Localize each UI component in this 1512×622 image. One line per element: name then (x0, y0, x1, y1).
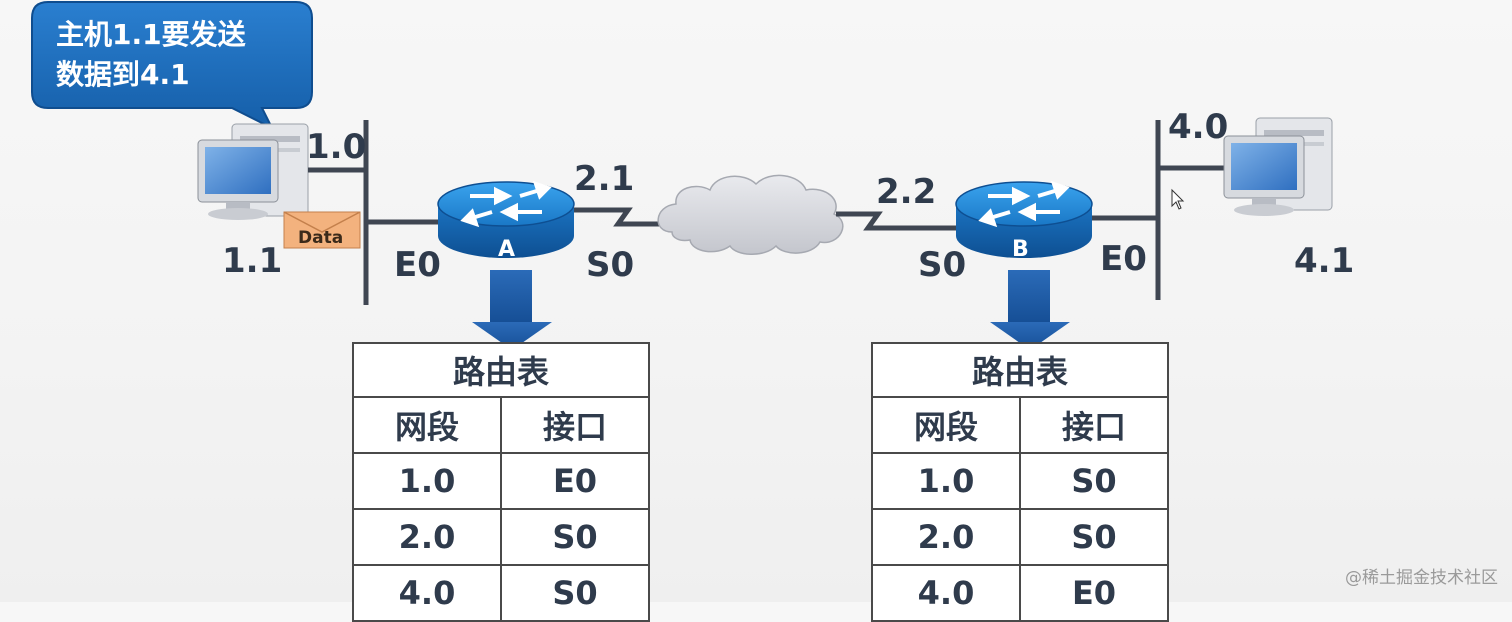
table-row: 2.0 S0 (352, 508, 650, 566)
left-host-computer-icon (197, 123, 309, 220)
column-header-interface: 接口 (1019, 396, 1169, 454)
router-b-s0-label: S0 (918, 245, 966, 285)
router-b-e0-label: E0 (1100, 239, 1147, 279)
callout-bubble: 主机1.1要发送 数据到4.1 (31, 1, 313, 131)
routing-table-title: 路由表 (871, 342, 1169, 398)
cell-segment: 2.0 (871, 508, 1021, 566)
router-b-routing-table: 路由表 网段 接口 1.0 S0 2.0 S0 4.0 E0 (871, 342, 1169, 622)
cell-segment: 4.0 (871, 564, 1021, 622)
host-1-1-label: 1.1 (222, 241, 282, 281)
column-header-segment: 网段 (352, 396, 502, 454)
mouse-cursor-icon (1171, 188, 1185, 210)
router-a-s0-label: S0 (586, 245, 634, 285)
network-1-0-label: 1.0 (306, 127, 366, 167)
router-b-table-arrow-icon (990, 270, 1070, 350)
router-a-icon: A (437, 180, 575, 262)
watermark: @稀土掘金技术社区 (1345, 568, 1498, 588)
cell-interface: S0 (1019, 508, 1169, 566)
column-header-segment: 网段 (871, 396, 1021, 454)
cell-interface: E0 (1019, 564, 1169, 622)
callout-line-1: 主机1.1要发送 (56, 18, 246, 51)
table-row: 2.0 S0 (871, 508, 1169, 566)
host-4-1-label: 4.1 (1294, 241, 1354, 281)
router-a-s0-address: 2.1 (574, 159, 634, 199)
router-a-table-arrow-icon (472, 270, 552, 350)
column-header-interface: 接口 (500, 396, 650, 454)
cell-segment: 1.0 (352, 452, 502, 510)
data-packet-icon: Data (283, 211, 361, 249)
network-4-0-label: 4.0 (1168, 107, 1228, 147)
right-host-computer-icon (1223, 117, 1333, 216)
router-a-name: A (498, 237, 515, 262)
table-row: 1.0 S0 (871, 452, 1169, 510)
cell-interface: E0 (500, 452, 650, 510)
cell-segment: 2.0 (352, 508, 502, 566)
cell-interface: S0 (500, 564, 650, 622)
callout-line-2: 数据到4.1 (56, 58, 190, 91)
wan-cloud-icon (657, 174, 844, 255)
table-row: 4.0 S0 (352, 564, 650, 622)
cell-interface: S0 (1019, 452, 1169, 510)
data-packet-label: Data (298, 228, 343, 248)
cell-segment: 4.0 (352, 564, 502, 622)
router-b-name: B (1012, 237, 1029, 262)
router-a-routing-table: 路由表 网段 接口 1.0 E0 2.0 S0 4.0 S0 (352, 342, 650, 622)
network-diagram: 主机1.1要发送 数据到4.1 Data 1.0 1.1 E0 A (31, 1, 1354, 350)
table-row: 4.0 E0 (871, 564, 1169, 622)
router-a-e0-label: E0 (394, 245, 441, 285)
router-a-s0-link (574, 207, 666, 227)
router-b-icon: B (955, 180, 1093, 262)
routing-table-title: 路由表 (352, 342, 650, 398)
cell-segment: 1.0 (871, 452, 1021, 510)
table-row: 1.0 E0 (352, 452, 650, 510)
router-b-s0-address: 2.2 (876, 172, 936, 212)
cell-interface: S0 (500, 508, 650, 566)
router-b-s0-link (836, 211, 958, 231)
